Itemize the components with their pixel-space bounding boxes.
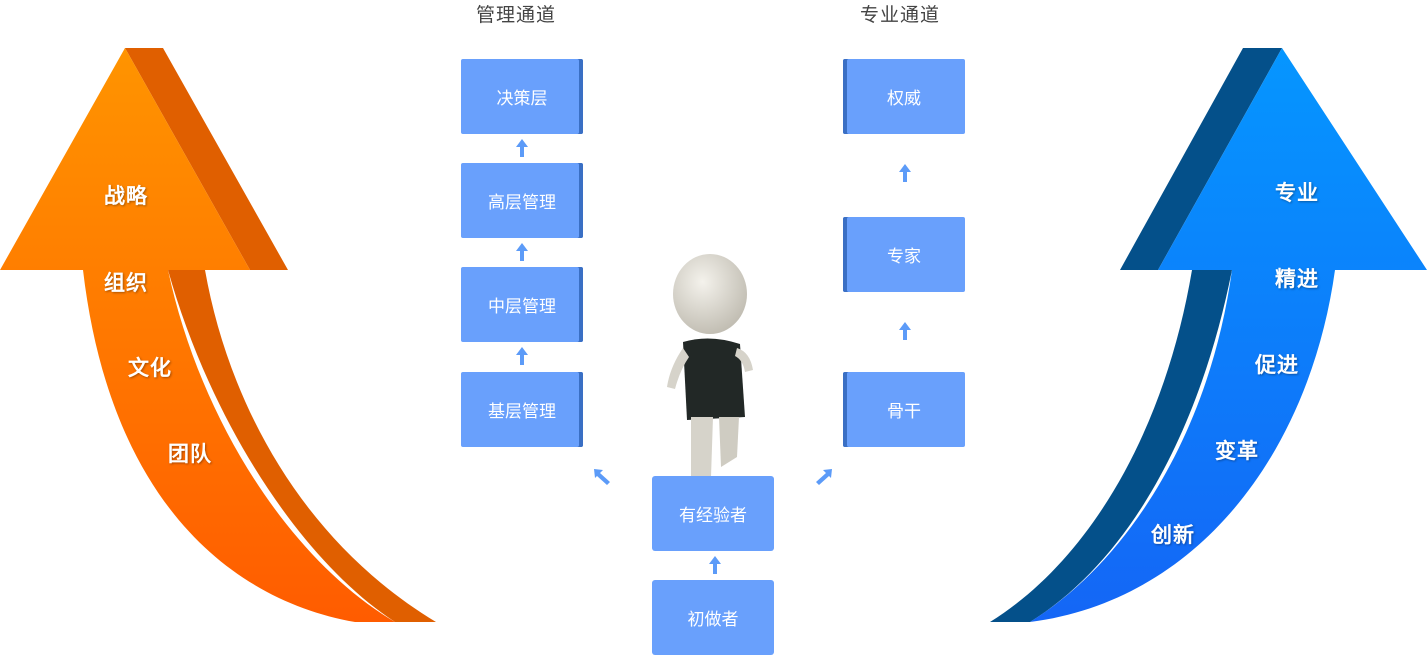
level-senior-management: 高层管理: [461, 163, 583, 238]
up-arrow-icon: [516, 243, 528, 261]
level-middle-management: 中层管理: [461, 267, 583, 342]
up-arrow-icon: [899, 322, 911, 340]
right-arrow-side: [990, 48, 1282, 622]
left-arrow-label-strategy: 战略: [104, 184, 148, 208]
left-arrow-label-culture: 文化: [128, 356, 172, 380]
figure-left-leg: [691, 417, 713, 477]
left-arrow-label-team: 团队: [168, 442, 212, 466]
management-channel-title: 管理通道: [476, 4, 557, 26]
left-growth-arrow: [0, 48, 436, 622]
running-person-figure: [667, 254, 753, 477]
level-expert: 专家: [843, 217, 965, 292]
professional-channel-title: 专业通道: [860, 4, 941, 26]
level-authority: 权威: [843, 59, 965, 134]
right-arrow-label-refinement: 精进: [1275, 267, 1319, 291]
figure-head: [673, 254, 747, 334]
left-arrow-label-organization: 组织: [104, 271, 148, 295]
up-arrow-icon: [516, 347, 528, 365]
level-backbone: 骨干: [843, 372, 965, 447]
right-growth-arrow: [990, 48, 1427, 622]
up-arrow-icon: [899, 164, 911, 182]
right-arrow-label-reform: 变革: [1215, 439, 1259, 463]
level-beginner: 初做者: [652, 580, 774, 655]
left-arrow-front: [0, 48, 395, 622]
figure-right-arm: [735, 348, 753, 372]
up-arrow-icon: [709, 556, 721, 574]
right-arrow-label-promotion: 促进: [1255, 353, 1299, 377]
figure-right-leg: [719, 417, 739, 467]
right-arrow-label-professional: 专业: [1275, 181, 1319, 205]
up-right-arrow-icon: [816, 469, 832, 485]
up-arrow-icon: [516, 139, 528, 157]
up-left-arrow-icon: [594, 469, 610, 485]
level-experienced: 有经验者: [652, 476, 774, 551]
level-decision-layer: 决策层: [461, 59, 583, 134]
level-basic-management: 基层管理: [461, 372, 583, 447]
right-arrow-front: [1030, 48, 1427, 622]
right-arrow-label-innovation: 创新: [1151, 523, 1195, 547]
figure-body: [683, 338, 745, 420]
figure-left-arm: [667, 348, 689, 389]
